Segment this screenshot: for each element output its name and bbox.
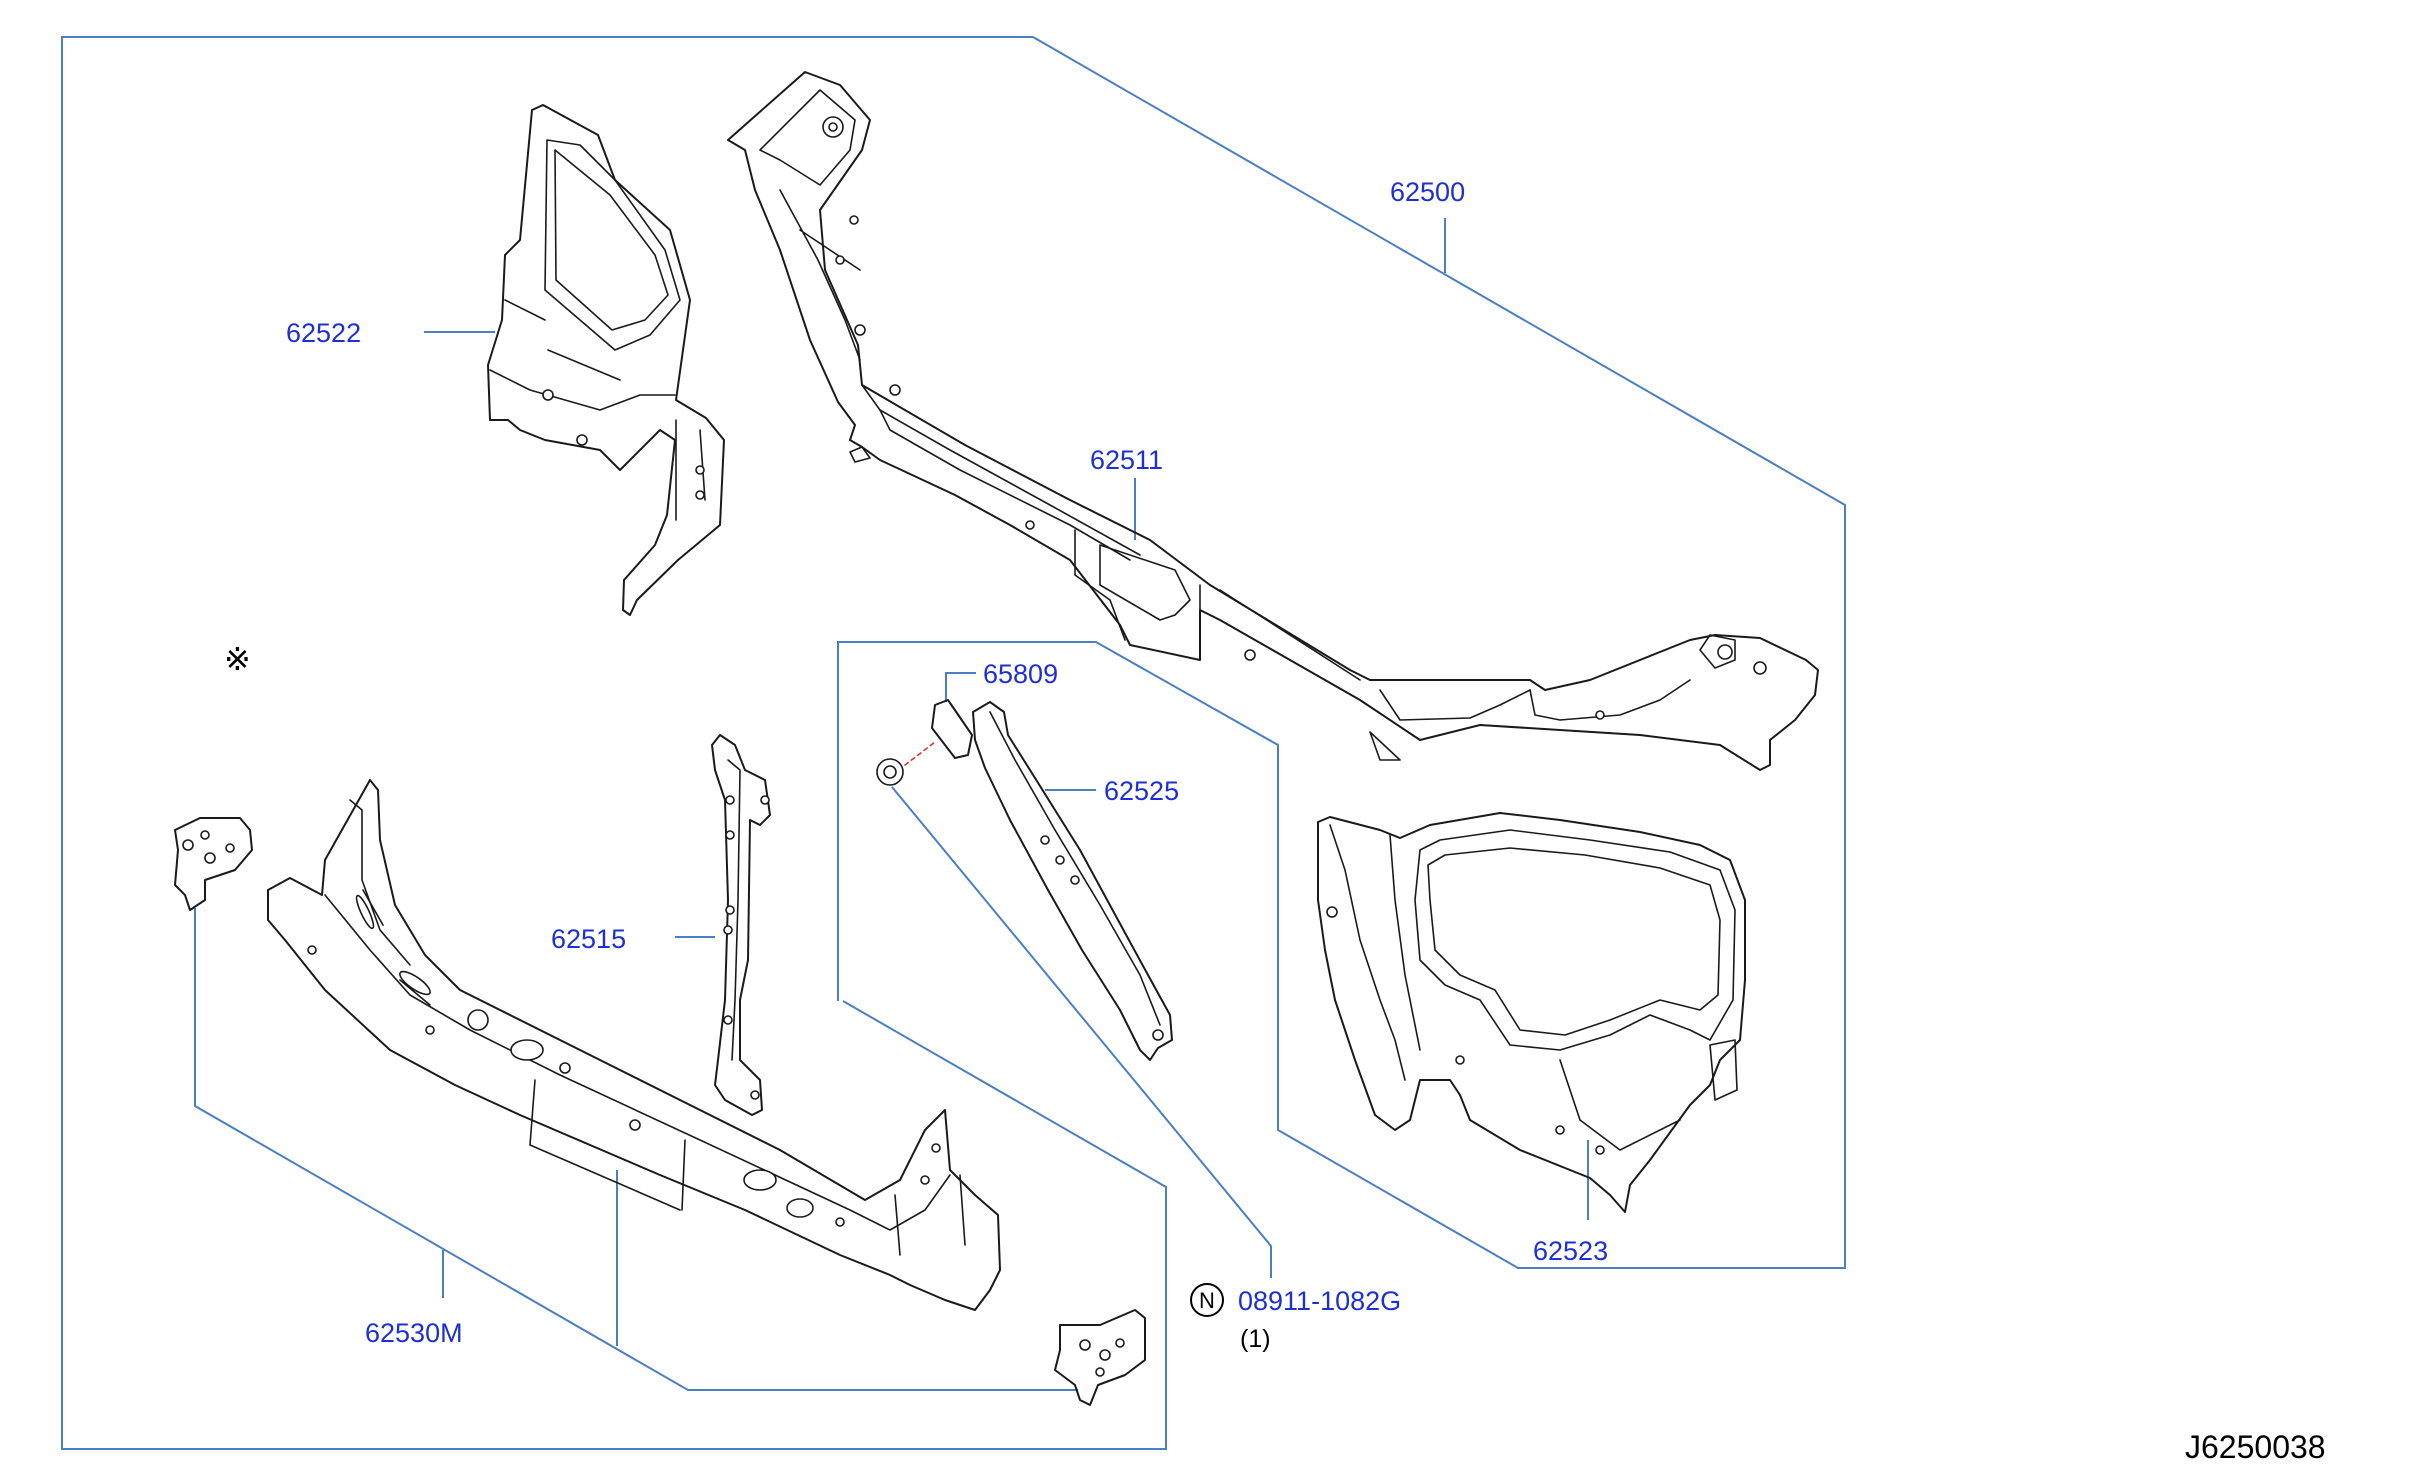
part-label-62523[interactable]: 62523 — [1533, 1236, 1608, 1266]
part-label-62522[interactable]: 62522 — [286, 318, 361, 348]
part-62530m-bracket-right — [1054, 1309, 1146, 1406]
part-label-08911-1082g[interactable]: 08911-1082G — [1238, 1286, 1401, 1316]
special-mark: ※ — [224, 640, 251, 678]
part-62523-drawing — [1317, 812, 1746, 1213]
fastener-symbol: N — [1199, 1288, 1215, 1313]
part-label-62530m[interactable]: 62530M — [365, 1318, 463, 1348]
leader-fastener — [891, 786, 1272, 1278]
part-65809-drawing — [876, 699, 973, 786]
outer-assembly-boundary — [61, 36, 1167, 1450]
fastener-callout[interactable]: N 08911-1082G (1) — [1190, 1283, 1401, 1353]
part-62515-drawing — [711, 734, 771, 1116]
part-62511-drawing — [727, 71, 1819, 771]
group-boundary-lines — [61, 36, 1846, 1450]
part-62522-drawing — [487, 104, 725, 616]
diagram-id: J6250038 — [2185, 1429, 2326, 1465]
assembly-62500-boundary — [837, 36, 1846, 1269]
part-label-62525[interactable]: 62525 — [1104, 776, 1179, 806]
part-label-62500[interactable]: 62500 — [1390, 177, 1465, 207]
fastener-quantity: (1) — [1240, 1325, 1271, 1353]
labels: 62500 62522 62511 65809 62525 62515 6252… — [224, 177, 2326, 1465]
part-label-65809[interactable]: 65809 — [983, 659, 1058, 689]
leader-65809 — [945, 672, 976, 702]
part-label-62515[interactable]: 62515 — [551, 924, 626, 954]
leader-62530m — [194, 908, 1078, 1391]
part-62530m-drawing — [267, 779, 1001, 1311]
part-62525-drawing — [972, 701, 1173, 1061]
fastener-symbol-circle — [1190, 1283, 1224, 1317]
part-62530m-bracket-left — [174, 817, 253, 911]
part-label-62511[interactable]: 62511 — [1090, 445, 1163, 475]
